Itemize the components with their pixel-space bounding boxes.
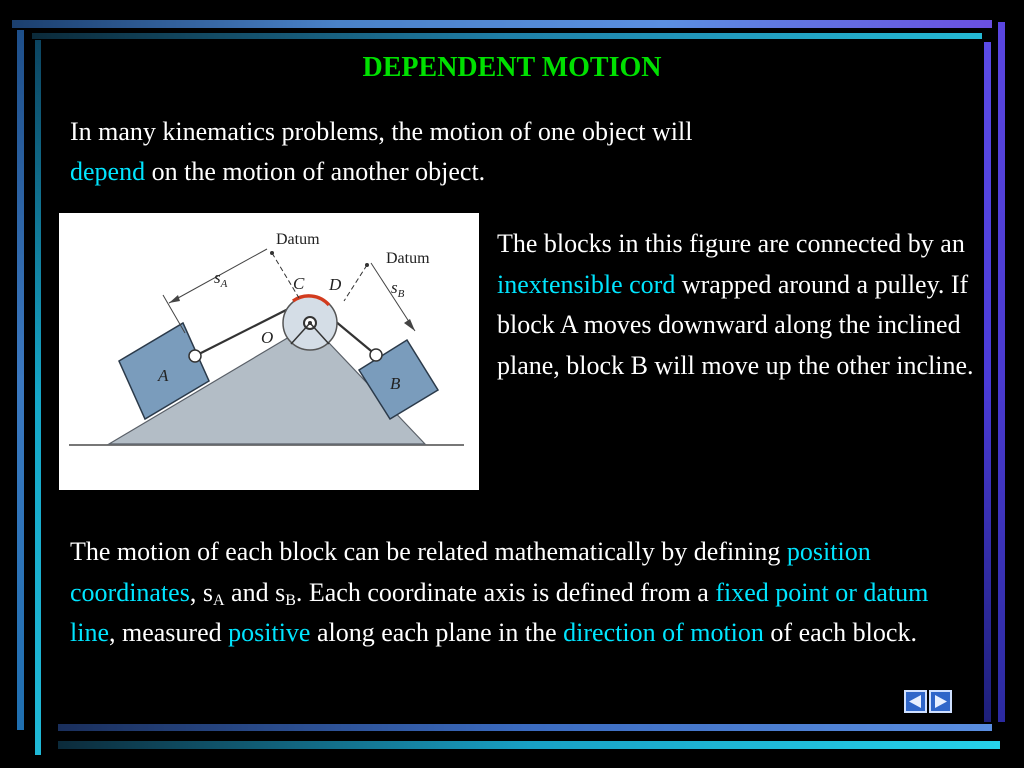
sa-extension-line [162, 294, 186, 334]
coords-highlight-positive: positive [228, 618, 311, 647]
frame-left-bar [17, 30, 24, 730]
cord-left [194, 304, 297, 357]
coords-sub-a: A [212, 591, 225, 609]
coords-text-3: and s [224, 577, 286, 607]
pulley-diagram: Datum Datum sA sB C D O A B [69, 231, 464, 446]
coords-text-2: , s [189, 577, 213, 607]
frame-top-bar-inner [32, 33, 982, 39]
description-paragraph: The blocks in this figure are connected … [497, 224, 977, 386]
coords-sub-b: B [285, 591, 296, 609]
triangle-left-icon [909, 695, 921, 708]
sa-label: sA [214, 268, 228, 290]
coords-highlight-direction: direction of motion [563, 618, 764, 647]
previous-slide-button[interactable] [904, 690, 927, 713]
description-text-1: The blocks in this figure are connected … [497, 229, 965, 258]
intro-highlight-depend: depend [70, 157, 146, 186]
eye-b-icon [369, 348, 383, 362]
intro-paragraph: In many kinematics problems, the motion … [70, 112, 950, 192]
triangle-right-icon [935, 695, 947, 708]
cord-contact-arc [291, 294, 331, 307]
block-a [118, 321, 210, 421]
intro-text-1: In many kinematics problems, the motion … [70, 117, 693, 146]
coords-highlight-position: position coordinates [70, 537, 871, 607]
slide-navigation [904, 690, 952, 713]
pulley-figure: Datum Datum sA sB C D O A B [59, 213, 479, 490]
sa-dimension-line [168, 248, 268, 304]
block-b-label: B [390, 374, 401, 393]
coordinates-paragraph: The motion of each block can be related … [70, 532, 980, 654]
frame-bottom-bar [58, 724, 992, 731]
frame-top-bar [12, 20, 992, 28]
eye-a-icon [188, 349, 202, 363]
sb-dimension-line [370, 262, 416, 332]
coords-text-6: along each plane in the [310, 618, 564, 647]
frame-bottom-bar-inner [58, 741, 1000, 749]
datum-left-label: Datum [276, 231, 320, 248]
point-c-label: C [293, 274, 305, 293]
point-d-label: D [328, 275, 342, 294]
coords-text-1: The motion of each block can be related … [70, 537, 787, 566]
description-text-2: wrapped around a pulley. If block A move… [497, 269, 974, 380]
next-slide-button[interactable] [929, 690, 952, 713]
block-a-label: A [157, 366, 169, 385]
coords-text-7: of each block. [763, 618, 917, 647]
sb-label: sB [391, 278, 405, 300]
frame-right-bar-inner [984, 42, 991, 722]
coords-text-5: , measured [109, 618, 229, 647]
datum-right-label: Datum [386, 250, 430, 267]
intro-text-2: on the motion of another object. [145, 157, 486, 186]
pulley-support [290, 322, 311, 345]
frame-right-bar [998, 22, 1005, 722]
coords-highlight-datum: fixed point or datum line [70, 577, 929, 648]
slide-title: DEPENDENT MOTION [362, 52, 662, 83]
frame-left-bar-inner [35, 40, 41, 755]
datum-line-right [343, 264, 368, 302]
description-highlight-cord: inextensible cord [497, 269, 676, 299]
coords-text-4: . Each coordinate axis is defined from a [295, 577, 716, 607]
point-o-label: O [261, 328, 273, 347]
datum-line-left [271, 252, 300, 299]
